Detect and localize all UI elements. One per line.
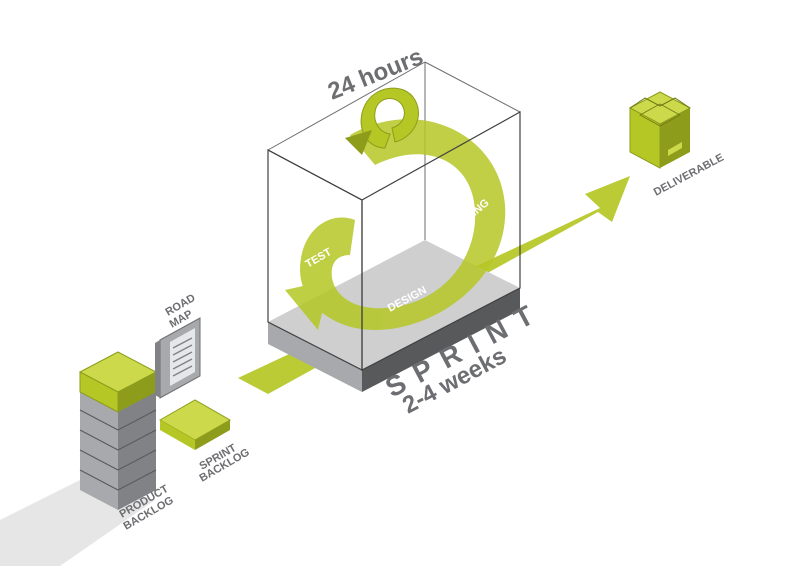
- sprint-backlog-block: [158, 399, 232, 450]
- cycle-loop: [285, 119, 506, 330]
- road-map-document: [155, 317, 201, 399]
- product-backlog-stack: [78, 351, 158, 510]
- sprint-box-front: [267, 110, 521, 371]
- deliverable-box: [628, 91, 692, 169]
- daily-loop: [345, 87, 419, 155]
